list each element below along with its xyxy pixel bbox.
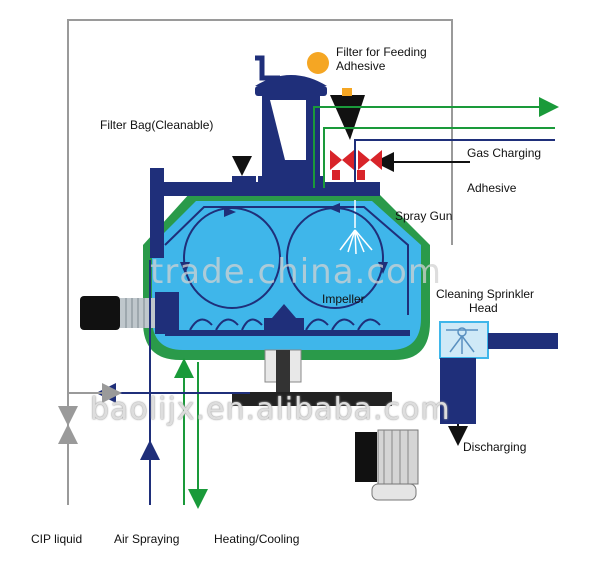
green-gas-line <box>323 127 555 188</box>
circulation-arrows <box>180 203 388 274</box>
discharge-motor <box>355 429 419 501</box>
adhesive-hopper-cap <box>342 88 352 96</box>
lid-fitting <box>232 176 256 184</box>
label-gas-charging: Gas Charging <box>467 146 542 160</box>
vessel-inner-wall <box>164 206 409 315</box>
watermark-bottom: baolijx.en.alibaba.com <box>90 392 451 427</box>
label-discharging: Discharging <box>463 440 527 454</box>
valves <box>330 150 382 180</box>
label-adhesive: Adhesive <box>467 181 517 195</box>
mixing-vessel <box>152 201 421 350</box>
adhesive-hopper <box>330 95 365 140</box>
frame-lines <box>67 19 453 505</box>
feed-filter-ball <box>307 52 329 74</box>
adhesive-line <box>354 139 555 190</box>
watermark-top: trade.china.com <box>150 252 442 292</box>
bottom-drive <box>232 349 392 406</box>
lid-arm <box>150 168 164 258</box>
label-heating-cooling: Heating/Cooling <box>214 532 300 546</box>
label-cleaning-head-line2: Head <box>469 301 498 315</box>
label-air-spraying: Air Spraying <box>114 532 180 546</box>
spray-gun <box>339 200 373 255</box>
discharge-assembly <box>439 321 558 424</box>
filter-bag-housing <box>255 55 327 186</box>
label-filter-feeding-line2: Adhesive <box>336 59 386 73</box>
label-impeller: Impeller <box>322 292 365 306</box>
impeller <box>165 304 410 336</box>
label-cleaning-head-line1: Cleaning Sprinkler <box>436 287 535 301</box>
green-outlet-line <box>313 97 559 188</box>
label-spray-gun: Spray Gun <box>395 209 453 223</box>
label-filter-bag: Filter Bag(Cleanable) <box>100 118 214 132</box>
label-filter-feeding-line1: Filter for Feeding <box>336 45 427 59</box>
label-cip-liquid: CIP liquid <box>31 532 83 546</box>
side-motor <box>80 292 179 334</box>
